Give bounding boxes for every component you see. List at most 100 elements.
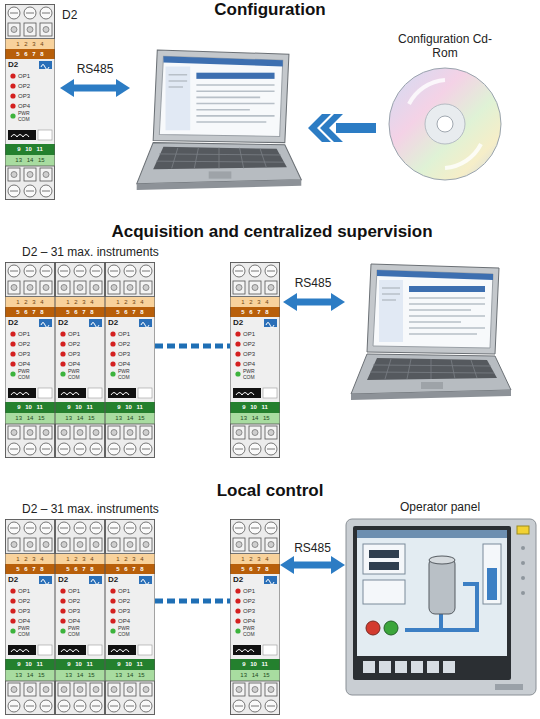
terminal-numbers: 1 2 3 4 [230, 297, 280, 307]
terminal-numbers: 5 6 7 8 [105, 307, 155, 317]
terminal-numbers: 13 14 15 [105, 670, 155, 681]
instrument-module: 1 2 3 45 6 7 8D2OP1OP2OP3OP4PWR COM9 10 … [105, 519, 155, 715]
edge-label: RS485 [292, 541, 333, 555]
terminal-numbers: 13 14 15 [230, 413, 280, 424]
section-heading: Configuration [214, 0, 325, 20]
panel-drawing [345, 518, 537, 696]
instrument-module: 1 2 3 45 6 7 8D2OP1OP2OP3OP4PWR COM9 10 … [5, 4, 55, 200]
instrument-drawing [106, 520, 155, 715]
instrument-drawing [5, 519, 55, 715]
terminal-numbers: 9 10 11 [230, 402, 280, 413]
led-label: OP1 [243, 331, 263, 337]
led-label: OP1 [68, 588, 88, 594]
led-label: OP2 [18, 341, 38, 347]
instrument-drawing [55, 519, 105, 715]
section-heading: Acquisition and centralized supervision [111, 222, 432, 242]
led-label: OP3 [118, 351, 138, 357]
led-label: OP4 [18, 361, 38, 367]
model-name: D2 [8, 575, 36, 585]
led-label: OP4 [68, 361, 88, 367]
cd-rom: Configuration Cd-Rom [385, 32, 505, 184]
led-label: OP1 [118, 588, 138, 594]
instrument-drawing [230, 519, 280, 715]
terminal-numbers: 13 14 15 [55, 670, 105, 681]
instrument-module: 1 2 3 45 6 7 8D2OP1OP2OP3OP4PWR COM9 10 … [105, 262, 155, 458]
led-label: PWR COM [68, 368, 86, 380]
instrument-module: 1 2 3 45 6 7 8D2OP1OP2OP3OP4PWR COM9 10 … [55, 519, 105, 715]
terminal-numbers: 9 10 11 [5, 659, 55, 670]
model-name: D2 [233, 575, 261, 585]
led-label: OP2 [18, 83, 38, 89]
instrument-module: 1 2 3 45 6 7 8D2OP1OP2OP3OP4PWR COM9 10 … [230, 262, 280, 458]
instrument-drawing [105, 262, 155, 458]
led-label: OP1 [18, 588, 38, 594]
terminal-numbers: 9 10 11 [5, 402, 55, 413]
caption-label: RS485 [77, 62, 114, 76]
led-label: OP2 [118, 341, 138, 347]
led-label: PWR COM [18, 625, 36, 637]
terminal-numbers: 1 2 3 4 [5, 297, 55, 307]
terminal-numbers: 1 2 3 4 [105, 554, 155, 564]
led-label: PWR COM [68, 625, 86, 637]
cd-drawing [389, 68, 501, 180]
bus-link [155, 344, 230, 349]
led-label: OP4 [68, 618, 88, 624]
led-label: OP2 [243, 341, 263, 347]
terminal-numbers: 1 2 3 4 [230, 554, 280, 564]
led-label: PWR COM [18, 110, 36, 122]
terminal-numbers: 5 6 7 8 [55, 307, 105, 317]
terminal-numbers: 1 2 3 4 [55, 554, 105, 564]
led-label: OP3 [243, 351, 263, 357]
load-arrow [336, 123, 376, 133]
led-label: OP4 [18, 103, 38, 109]
laptop [137, 50, 302, 190]
rs485-arrow [74, 85, 116, 92]
model-name: D2 [58, 575, 86, 585]
terminal-numbers: 5 6 7 8 [5, 49, 55, 59]
instrument-drawing [6, 5, 55, 200]
led-label: OP3 [118, 608, 138, 614]
instrument-drawing [56, 520, 105, 715]
instrument-module: 1 2 3 45 6 7 8D2OP1OP2OP3OP4PWR COM9 10 … [55, 262, 105, 458]
laptop [351, 264, 511, 400]
instrument-drawing [5, 4, 55, 200]
instrument-module: 1 2 3 45 6 7 8D2OP1OP2OP3OP4PWR COM9 10 … [230, 519, 280, 715]
terminal-numbers: 5 6 7 8 [105, 564, 155, 574]
led-label: OP4 [243, 361, 263, 367]
instrument-drawing [5, 262, 55, 458]
terminal-numbers: 5 6 7 8 [230, 564, 280, 574]
model-name: D2 [8, 318, 36, 328]
terminal-numbers: 13 14 15 [5, 670, 55, 681]
led-label: OP2 [68, 341, 88, 347]
led-label: OP4 [18, 618, 38, 624]
led-label: OP4 [243, 618, 263, 624]
led-label: OP3 [18, 93, 38, 99]
led-label: PWR COM [18, 368, 36, 380]
led-label: PWR COM [118, 625, 136, 637]
terminal-numbers: 9 10 11 [55, 659, 105, 670]
terminal-numbers: 5 6 7 8 [5, 307, 55, 317]
terminal-numbers: 1 2 3 4 [55, 297, 105, 307]
terminal-numbers: 1 2 3 4 [5, 554, 55, 564]
terminal-numbers: 5 6 7 8 [55, 564, 105, 574]
section-heading: Local control [217, 481, 324, 501]
panel-caption: Operator panel [345, 500, 537, 514]
instrument-drawing [231, 263, 280, 458]
terminal-numbers: 5 6 7 8 [230, 307, 280, 317]
terminal-numbers: 9 10 11 [5, 144, 55, 155]
caption-label: D2 – 31 max. instruments [22, 245, 159, 259]
led-label: OP3 [68, 608, 88, 614]
led-label: PWR COM [118, 368, 136, 380]
led-label: OP2 [118, 598, 138, 604]
led-label: OP4 [118, 618, 138, 624]
model-name: D2 [8, 60, 36, 70]
rs485-arrow [294, 562, 331, 569]
terminal-numbers: 9 10 11 [55, 402, 105, 413]
led-label: OP3 [243, 608, 263, 614]
led-label: OP1 [118, 331, 138, 337]
caption-label: RS485 [295, 276, 332, 290]
led-label: OP1 [18, 331, 38, 337]
instrument-drawing [105, 519, 155, 715]
terminal-numbers: 1 2 3 4 [5, 39, 55, 49]
